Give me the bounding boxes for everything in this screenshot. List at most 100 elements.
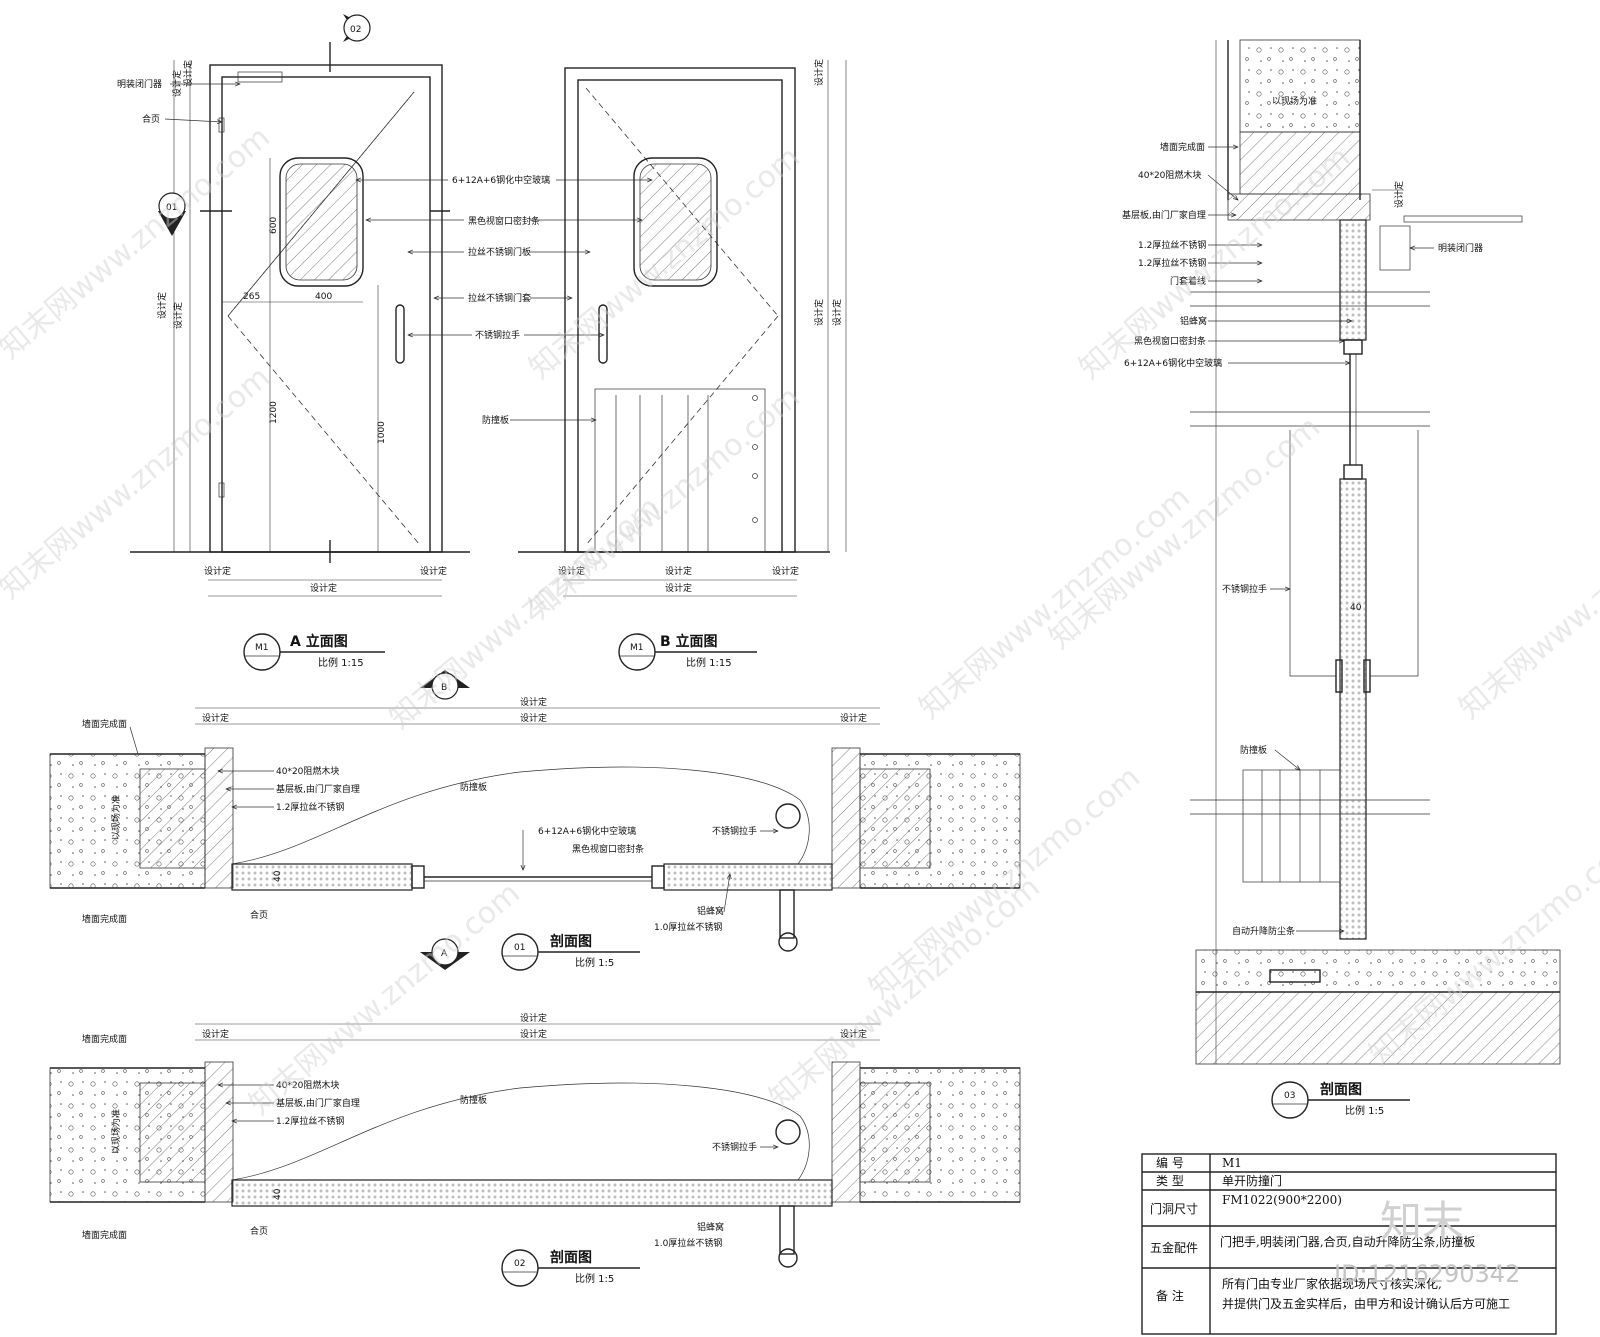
label-kickplate: 防撞板	[482, 414, 509, 426]
dim-40: 40	[1350, 603, 1362, 613]
marker-a-label: A	[441, 949, 448, 959]
title-section-02: 02 剖面图 比例 1:5	[501, 1249, 640, 1287]
label-ss12: 1.2厚拉丝不锈钢	[1138, 257, 1206, 269]
label-wood-block: 40*20阻燃木块	[1138, 169, 1201, 181]
label-wall-face: 墙面完成面	[82, 1229, 127, 1241]
label-ss12: 1.2厚拉丝不锈钢	[276, 801, 344, 813]
label-base-board: 基层板,由门厂家自理	[276, 783, 360, 795]
label-handle: 不锈钢拉手	[1222, 583, 1267, 595]
section-01-title: 剖面图	[550, 933, 592, 950]
label-honeycomb: 铝蜂窝	[697, 1221, 724, 1233]
dim-design-tbd: 设计定	[1393, 181, 1405, 208]
section-01	[49, 707, 1021, 952]
label-seal: 黑色视窗口密封条	[468, 215, 540, 227]
dim-design-tbd: 设计定	[520, 696, 547, 708]
image-id-text: ID:1216290342	[1334, 1260, 1520, 1288]
label-wood-block: 40*20阻燃木块	[276, 1079, 339, 1091]
label-site-based: 以现场为准	[110, 795, 122, 840]
marker-b: B	[420, 670, 470, 700]
dim-design-tbd: 设计定	[665, 565, 692, 577]
table-value: FM1022(900*2200)	[1222, 1193, 1342, 1207]
elevation-a-title: A 立面图	[290, 633, 348, 650]
dim-design-tbd: 设计定	[813, 299, 825, 326]
label-ss12: 1.2厚拉丝不锈钢	[1138, 239, 1206, 251]
section-03-title: 剖面图	[1320, 1081, 1362, 1098]
dim-design-tbd: 设计定	[831, 299, 843, 326]
table-value: 门把手,明装闭门器,合页,自动升降防尘条,防撞板	[1220, 1234, 1475, 1249]
label-hinge: 合页	[142, 113, 160, 125]
label-wall-face: 墙面完成面	[1160, 141, 1205, 153]
table-value: 单开防撞门	[1222, 1173, 1282, 1188]
label-base-board: 基层板,由门厂家自理	[1122, 209, 1206, 221]
section-01-num: 01	[514, 943, 525, 953]
dim-design-tbd: 设计定	[156, 292, 168, 319]
label-kickplate: 防撞板	[460, 1094, 487, 1106]
title-section-01: 01 剖面图 比例 1:5	[501, 933, 640, 971]
marker-02: 02	[343, 14, 371, 42]
watermark-text: 知末网www.znzmo.com	[0, 120, 277, 366]
watermark-text: 知末网www.znzmo.com	[1043, 410, 1327, 656]
dim-design-tbd: 设计定	[520, 712, 547, 724]
label-wall-face: 墙面完成面	[82, 913, 127, 925]
table-key: 备 注	[1156, 1288, 1184, 1303]
label-kickplate: 防撞板	[1240, 744, 1267, 756]
label-wood-block: 40*20阻燃木块	[276, 765, 339, 777]
watermark-text: 知末网www.znzmo.com	[243, 876, 527, 1122]
elevation-b-scale: 比例 1:15	[686, 656, 732, 669]
title-elevation-b: M1 B 立面图 比例 1:15	[618, 633, 757, 671]
dim-design-tbd: 设计定	[520, 1012, 547, 1024]
section-03-num: 03	[1284, 1091, 1295, 1101]
label-handle: 不锈钢拉手	[475, 329, 520, 341]
dim-design-tbd: 设计定	[558, 565, 585, 577]
label-base-board: 基层板,由门厂家自理	[276, 1097, 360, 1109]
middle-labels: 6+12A+6钢化中空玻璃 黑色视窗口密封条 拉丝不锈钢门板 拉丝不锈钢门套 不…	[356, 174, 652, 426]
label-door-frame: 拉丝不锈钢门套	[468, 292, 531, 304]
dim-design-tbd: 设计定	[204, 565, 231, 577]
title-elevation-a: M1 A 立面图 比例 1:15	[243, 633, 385, 671]
label-seal: 黑色视窗口密封条	[1134, 335, 1206, 347]
table-key: 门洞尺寸	[1150, 1201, 1198, 1216]
door-handle	[395, 304, 405, 364]
label-site-based: 以现场为准	[1272, 95, 1317, 107]
kick-plate	[594, 388, 766, 553]
label-ss10: 1.0厚拉丝不锈钢	[654, 921, 722, 933]
table-value: 所有门由专业厂家依据现场尺寸核实深化,	[1222, 1276, 1442, 1291]
section-02-scale: 比例 1:5	[575, 1272, 614, 1285]
dim-design-tbd: 设计定	[520, 1028, 547, 1040]
dim-600: 600	[269, 217, 279, 234]
label-honeycomb: 铝蜂窝	[697, 905, 724, 917]
label-wall-face: 墙面完成面	[82, 718, 127, 730]
vision-window	[279, 157, 364, 287]
label-glass: 6+12A+6钢化中空玻璃	[1124, 357, 1222, 369]
label-ss10: 1.0厚拉丝不锈钢	[654, 1237, 722, 1249]
dim-design-tbd: 设计定	[172, 302, 184, 329]
label-handle: 不锈钢拉手	[712, 825, 757, 837]
label-glass: 6+12A+6钢化中空玻璃	[452, 174, 550, 186]
dim-design-tbd: 设计定	[813, 59, 825, 86]
dim-design-tbd: 设计定	[772, 565, 799, 577]
dim-400: 400	[315, 292, 332, 302]
elevation-b-title: B 立面图	[660, 633, 718, 650]
dim-265: 265	[243, 292, 260, 302]
table-value-2: 并提供门及五金实样后，由甲方和设计确认后方可施工	[1222, 1296, 1510, 1311]
elevation-a-scale: 比例 1:15	[318, 656, 364, 669]
dim-40: 40	[273, 870, 283, 882]
marker-a: A	[420, 938, 470, 970]
marker-01-label: 01	[166, 203, 177, 213]
dim-design-tbd: 设计定	[420, 565, 447, 577]
marker-01: 01	[158, 192, 186, 236]
section-03-scale: 比例 1:5	[1345, 1104, 1384, 1117]
label-hinge: 合页	[250, 909, 268, 921]
section-02-num: 02	[514, 1259, 525, 1269]
label-closer: 明装闭门器	[117, 78, 162, 90]
dim-design-tbd: 设计定	[171, 70, 183, 97]
tag-m1: M1	[255, 643, 269, 653]
dim-design-tbd: 设计定	[840, 712, 867, 724]
table-value: M1	[1222, 1156, 1242, 1170]
dim-design-tbd: 设计定	[840, 1028, 867, 1040]
vision-glass	[285, 163, 358, 281]
dim-design-tbd: 设计定	[202, 712, 229, 724]
dim-40: 40	[273, 1188, 283, 1200]
table-key: 五金配件	[1150, 1240, 1198, 1255]
label-wall-face: 墙面完成面	[82, 1033, 127, 1045]
